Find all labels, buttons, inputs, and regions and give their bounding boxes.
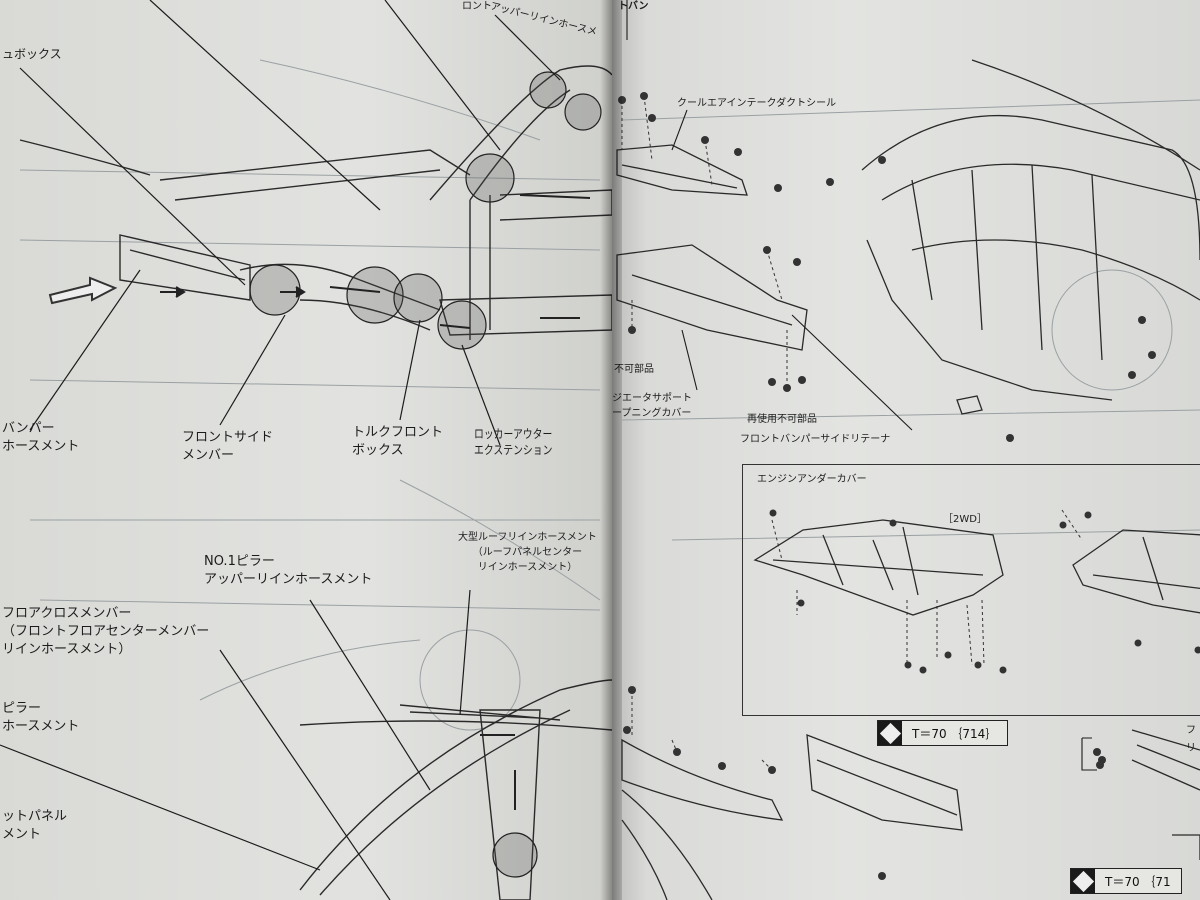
label-rocker-outer-extension: ロッカーアウター エクステンション — [474, 427, 553, 457]
torque-spec-1-value: T＝70 ｛714｝ — [912, 726, 998, 741]
inset-title-engine-under-cover: エンジンアンダーカバー — [757, 474, 867, 485]
label-bumper-reinforcement: バンパー ホースメント — [2, 421, 80, 454]
torque-warning-icon — [1071, 869, 1095, 893]
engine-under-cover-drawing — [753, 509, 1200, 674]
book-gutter — [600, 0, 622, 900]
right-page: トバン クールエアインテークダクトシール 不可部品 ジエータサポート ープニング… — [612, 0, 1200, 900]
torque-spec-2-value: T＝70 ｛71 — [1105, 874, 1171, 889]
label-front-side-member: フロントサイド メンバー — [182, 430, 274, 463]
label-right-edge-fragment: フ リ — [1186, 725, 1196, 754]
label-header-fragment: トバン — [618, 1, 649, 12]
left-page: ュボックス ロント アッパーリインホースメ バンパー ホースメント フロントサイ… — [0, 0, 612, 900]
engine-under-cover-inset: エンジンアンダーカバー ［2WD］ — [742, 464, 1200, 716]
body-structure-diagram — [0, 0, 612, 900]
label-panel-fragment: ットパネル メント — [2, 809, 68, 842]
label-no1-pillar-upper-reinforcement: NO.1ピラー アッパーリインホースメント — [204, 554, 373, 587]
front-bumper-exploded-diagram — [616, 0, 1200, 900]
label-front-fragment: ロント — [462, 1, 492, 12]
label-non-reusable-left: 不可部品 — [614, 364, 654, 375]
label-large-roof-reinforcement: 大型ルーフリインホースメント （ルーフパネルセンター リインホースメント） — [458, 532, 597, 573]
label-torque-front-box: トルクフロント ボックス — [352, 425, 444, 458]
torque-spec-2: T＝70 ｛71 — [1070, 868, 1182, 894]
label-front-bumper-side-retainer: フロントバンパーサイドリテーナ — [740, 434, 891, 445]
label-cool-air-intake-duct-seal: クールエアインテークダクトシール — [677, 98, 837, 109]
torque-warning-icon — [878, 721, 902, 745]
label-non-reusable-part: 再使用不可部品 — [747, 414, 817, 425]
label-floor-cross-member: フロアクロスメンバー （フロントフロアセンターメンバー リインホースメント） — [2, 606, 210, 657]
label-pillar-reinforcement-fragment: ピラー ホースメント — [2, 701, 80, 734]
label-radiator-support-opening-cover: ジエータサポート ープニングカバー — [612, 393, 692, 419]
inset-variant-2wd: ［2WD］ — [943, 514, 987, 525]
label-box-fragment: ュボックス — [2, 47, 62, 61]
torque-spec-1: T＝70 ｛714｝ — [877, 720, 1009, 746]
